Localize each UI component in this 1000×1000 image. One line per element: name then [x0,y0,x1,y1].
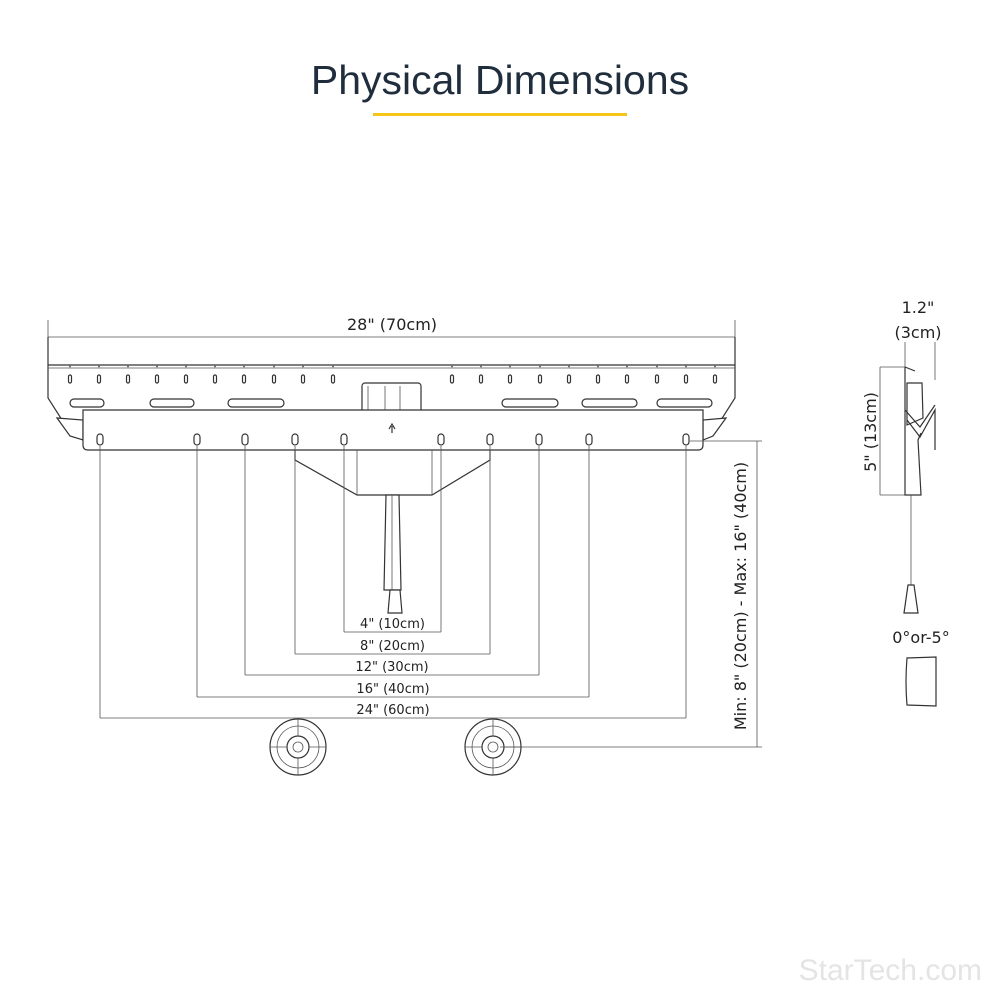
slot [478,374,484,384]
mounting-hole [535,433,543,446]
hole-spacing-label: 16" (40cm) [356,682,429,697]
long-slot [69,398,105,408]
cable-plug [387,589,403,614]
slot [271,374,277,384]
height-range-label: Min: 8" (20cm) - Max: 16" (40cm) [731,462,750,730]
mounting-hole [340,433,348,446]
slot [537,374,543,384]
slot [507,374,513,384]
slot [183,374,189,384]
rivet [156,365,158,368]
slot [212,374,218,384]
slot [125,374,131,384]
depth-in-label: 1.2" [902,298,935,317]
slot [154,374,160,384]
rivet [626,365,628,368]
depth-cm-label: (3cm) [894,323,941,342]
slot [449,374,455,384]
long-slot [149,398,195,408]
mounting-hole [437,433,445,446]
rivet [539,365,541,368]
mounting-holes [96,433,690,446]
slot [67,374,73,384]
rivet [332,365,334,368]
mounting-hole [486,433,494,446]
rivet [243,365,245,368]
rivet [656,365,658,368]
slot [683,374,689,384]
rivet [451,365,453,368]
rivet [185,365,187,368]
small-slots [67,365,718,384]
hole-spacing-label: 12" (30cm) [355,660,428,675]
slot [654,374,660,384]
mounting-hole [291,433,299,446]
slot [300,374,306,384]
height-label: 5" (13cm) [861,392,880,472]
tilt-label: 0°or-5° [892,628,949,647]
front-view-bracket: 28" (70cm) [47,315,736,614]
hole-spacing-label: 4" (10cm) [360,617,425,632]
overall-width-label: 28" (70cm) [347,315,437,334]
rivet [509,365,511,368]
hole-spacing-label: 24" (60cm) [356,703,429,718]
rivet [127,365,129,368]
mounting-hole [96,433,104,446]
slot [241,374,247,384]
hole-spacing-dimensions: 4" (10cm) 8" (20cm) 12" (30cm) 16" (40cm) 24… [99,446,687,719]
rivet [568,365,570,368]
height-dimension: Min: 8" (20cm) - Max: 16" (40cm) [500,440,762,748]
page-title: Physical Dimensions [311,57,689,103]
slot [624,374,630,384]
rivet [69,365,71,368]
rivet [714,365,716,368]
long-slots [69,398,713,408]
wheel-left [269,718,327,776]
title-underline [373,113,627,116]
long-slot [501,398,559,408]
rivet [685,365,687,368]
rivet [480,365,482,368]
mounting-hole [585,433,593,446]
side-view: 1.2" (3cm) 5" (13cm) 0°or-5° [861,298,950,707]
wheel-right [464,718,522,776]
long-slot [581,398,638,408]
long-slot [656,398,713,408]
mounting-hole [682,433,690,446]
slot [330,374,336,384]
rivet [302,365,304,368]
rivet [98,365,100,368]
slot [566,374,572,384]
rivet [273,365,275,368]
up-arrow-icon [388,422,396,433]
mounting-hole [241,433,249,446]
rivet [214,365,216,368]
long-slot [227,398,285,408]
rivet [597,365,599,368]
slot [712,374,718,384]
tilt-wedge [905,656,937,707]
hole-spacing-label: 8" (20cm) [360,639,425,654]
slot [595,374,601,384]
mounting-hole [193,433,201,446]
slot [96,374,102,384]
watermark-logo: StarTech.com [799,954,982,987]
